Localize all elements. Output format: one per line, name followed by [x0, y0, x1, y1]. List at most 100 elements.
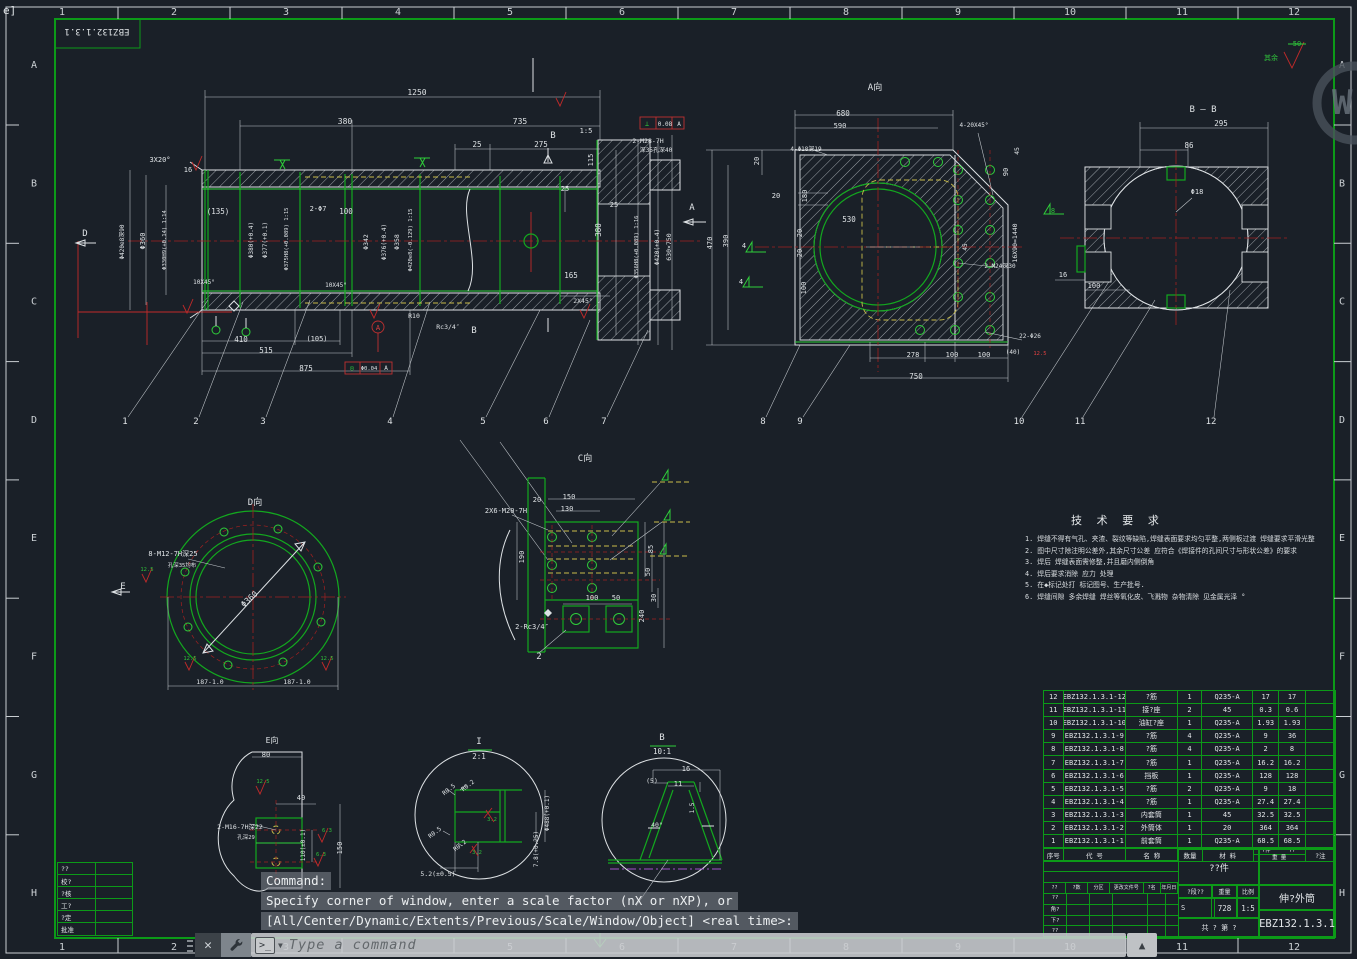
- annotation-text: 其余: [1264, 53, 1278, 62]
- zone-label-left: F: [31, 652, 37, 663]
- approval-label: 工?: [58, 899, 96, 911]
- annotation-text: 295: [1214, 119, 1228, 128]
- zone-label-top: 1: [59, 7, 65, 18]
- bom-cell: EBZ132.1.3.1-4: [1064, 795, 1127, 808]
- annotation-text: 4: [739, 278, 743, 286]
- annotation-text: 150: [563, 493, 576, 501]
- annotation-text: 11: [1075, 417, 1086, 427]
- annotation-text: R10: [408, 312, 420, 320]
- bom-cell: Q235-A: [1202, 730, 1253, 743]
- sign-header-cell: 年月日: [1161, 882, 1178, 893]
- zone-label-right: D: [1339, 415, 1345, 426]
- bom-cell: 4: [1178, 730, 1203, 743]
- bom-cell: ?注: [1315, 851, 1326, 860]
- annotation-text: 10: [1014, 417, 1025, 427]
- bom-cell: 12: [1044, 691, 1064, 704]
- bom-cell: 45: [1202, 808, 1253, 821]
- annotation-text: 470: [706, 237, 714, 250]
- e-direction-view: [217, 751, 341, 892]
- bom-cell: [1306, 835, 1335, 847]
- annotation-text: 22-Φ26: [1019, 333, 1041, 340]
- annotation-text: D: [82, 229, 87, 239]
- zone-label-left: H: [31, 888, 37, 899]
- annotation-text: 380: [338, 117, 353, 126]
- bom-cell: 4: [1178, 743, 1203, 756]
- annotation-text: 278: [907, 351, 920, 359]
- annotation-text: 180: [801, 190, 809, 203]
- bom-cell: Q235-A: [1202, 835, 1253, 848]
- bom-cell: 0.6: [1279, 704, 1306, 717]
- sign-empty-row: [1044, 849, 1178, 861]
- annotation-text: 2: [193, 417, 198, 427]
- bom-cell: 11: [1044, 704, 1064, 717]
- close-icon[interactable]: ✕: [195, 933, 221, 957]
- command-bar-drag-grip[interactable]: [185, 936, 195, 954]
- annotation-text: R0.2: [460, 778, 476, 793]
- command-history-toggle[interactable]: ▲: [1127, 933, 1157, 957]
- zone-label-right: F: [1339, 652, 1345, 663]
- annotation-text: 380: [594, 223, 603, 237]
- zone-label-bottom: 1: [59, 942, 65, 953]
- annotation-text: Φ488(+0.1): [544, 795, 551, 831]
- annotation-text: 45: [1013, 147, 1021, 155]
- annotation-text: 深35孔深40: [640, 146, 673, 154]
- annotation-text: B — B: [1189, 105, 1216, 115]
- bom-cell: 1: [1178, 717, 1203, 730]
- bom-cell: 364: [1279, 821, 1306, 835]
- approval-label: ?定: [58, 911, 96, 923]
- sign-header-cell: ??: [1044, 882, 1067, 893]
- annotation-text: (40): [1006, 349, 1020, 356]
- annotation-text: 1: [122, 417, 127, 427]
- annotation-text: 3: [260, 417, 265, 427]
- zone-label-bottom: 2: [171, 942, 177, 953]
- annotation-text: 2:1: [472, 752, 486, 761]
- bom-cell: 32.5: [1279, 808, 1306, 821]
- bom-cell: EBZ132.1.3.1-11: [1064, 704, 1127, 717]
- annotation-text: 5.2(±0.5): [420, 870, 455, 878]
- bom-cell: 材 料: [1203, 848, 1254, 862]
- chevron-down-icon[interactable]: ▼: [278, 940, 283, 950]
- tech-req-line: 3. 焊后 焊缝表面需修整,并且磨内侧倒角: [1025, 558, 1155, 567]
- bom-cell: Q235-A: [1202, 769, 1253, 782]
- zone-label-top: 5: [507, 7, 513, 18]
- bom-cell: 36: [1279, 730, 1306, 743]
- zone-label-left: G: [31, 770, 37, 781]
- bom-cell: 5: [1044, 782, 1064, 795]
- bom-cell: EBZ132.1.3.1-3: [1064, 808, 1127, 821]
- bom-cell: 1: [1178, 795, 1203, 808]
- annotation-text: B: [550, 131, 555, 141]
- annotation-text: 11: [674, 780, 682, 788]
- annotation-text: 275: [534, 140, 548, 149]
- corner-drawing-number: EBZ132.1.3.1: [64, 26, 129, 36]
- annotation-text: 8: [1051, 207, 1055, 215]
- annotation-text: 10X45°: [325, 282, 347, 289]
- approval-label: 批准: [58, 923, 96, 935]
- bom-cell: 1: [1178, 808, 1203, 821]
- customize-wrench-icon[interactable]: [221, 933, 251, 957]
- annotation-text: 86: [1184, 141, 1194, 150]
- bom-cell: ?筋: [1126, 782, 1178, 795]
- bom-cell: 名 称: [1126, 848, 1179, 862]
- annotation-text: 2-M28-7H: [632, 137, 663, 145]
- annotation-text: 2: [536, 652, 541, 662]
- bom-cell: [1306, 717, 1335, 729]
- annotation-text: 2-Rc3/4″: [515, 623, 549, 631]
- bom-cell: 接?座: [1126, 704, 1178, 717]
- command-prompt-button[interactable]: >_: [255, 936, 276, 954]
- bom-cell: 1: [1178, 691, 1203, 704]
- annotation-text: A: [376, 324, 381, 332]
- command-input[interactable]: >_ ▼ Type a command: [251, 933, 1126, 957]
- annotation-text: Φ420(+0.4): [654, 229, 661, 265]
- a-direction-view: [706, 110, 1025, 382]
- annotation-text: 85: [647, 545, 655, 553]
- annotation-text: A: [677, 121, 681, 128]
- approval-row: 工?: [58, 899, 132, 912]
- sheet-count: 共 ? 第 ?: [1178, 917, 1260, 938]
- annotation-text: 2X45°: [573, 297, 593, 305]
- bom-cell: 8: [1044, 743, 1064, 756]
- zone-label-bottom: 12: [1288, 942, 1300, 953]
- annotation-text: 165: [564, 271, 578, 280]
